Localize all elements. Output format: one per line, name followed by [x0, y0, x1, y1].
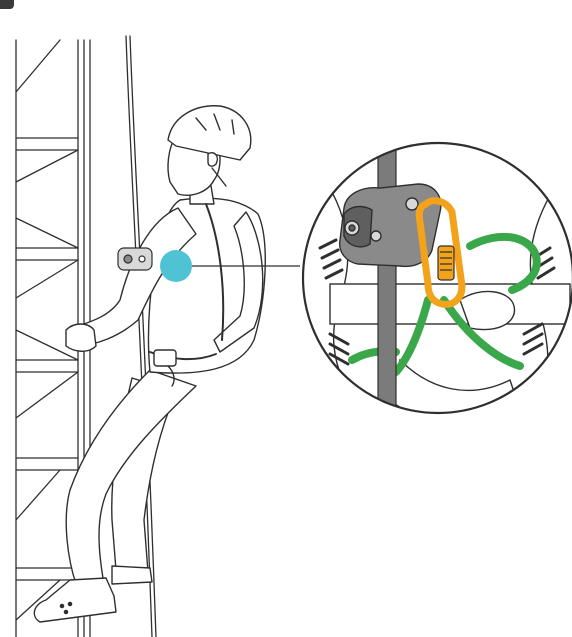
tab-icon — [0, 0, 14, 9]
worker-figure — [34, 106, 265, 622]
zoom-detail — [300, 130, 572, 430]
highlight-dot-icon — [160, 250, 192, 282]
zoom-rope — [378, 130, 396, 430]
worker-back-boot — [112, 566, 152, 584]
worker-front-boot — [34, 578, 116, 622]
small-descender-device — [118, 248, 152, 270]
worker-hand — [66, 324, 96, 351]
